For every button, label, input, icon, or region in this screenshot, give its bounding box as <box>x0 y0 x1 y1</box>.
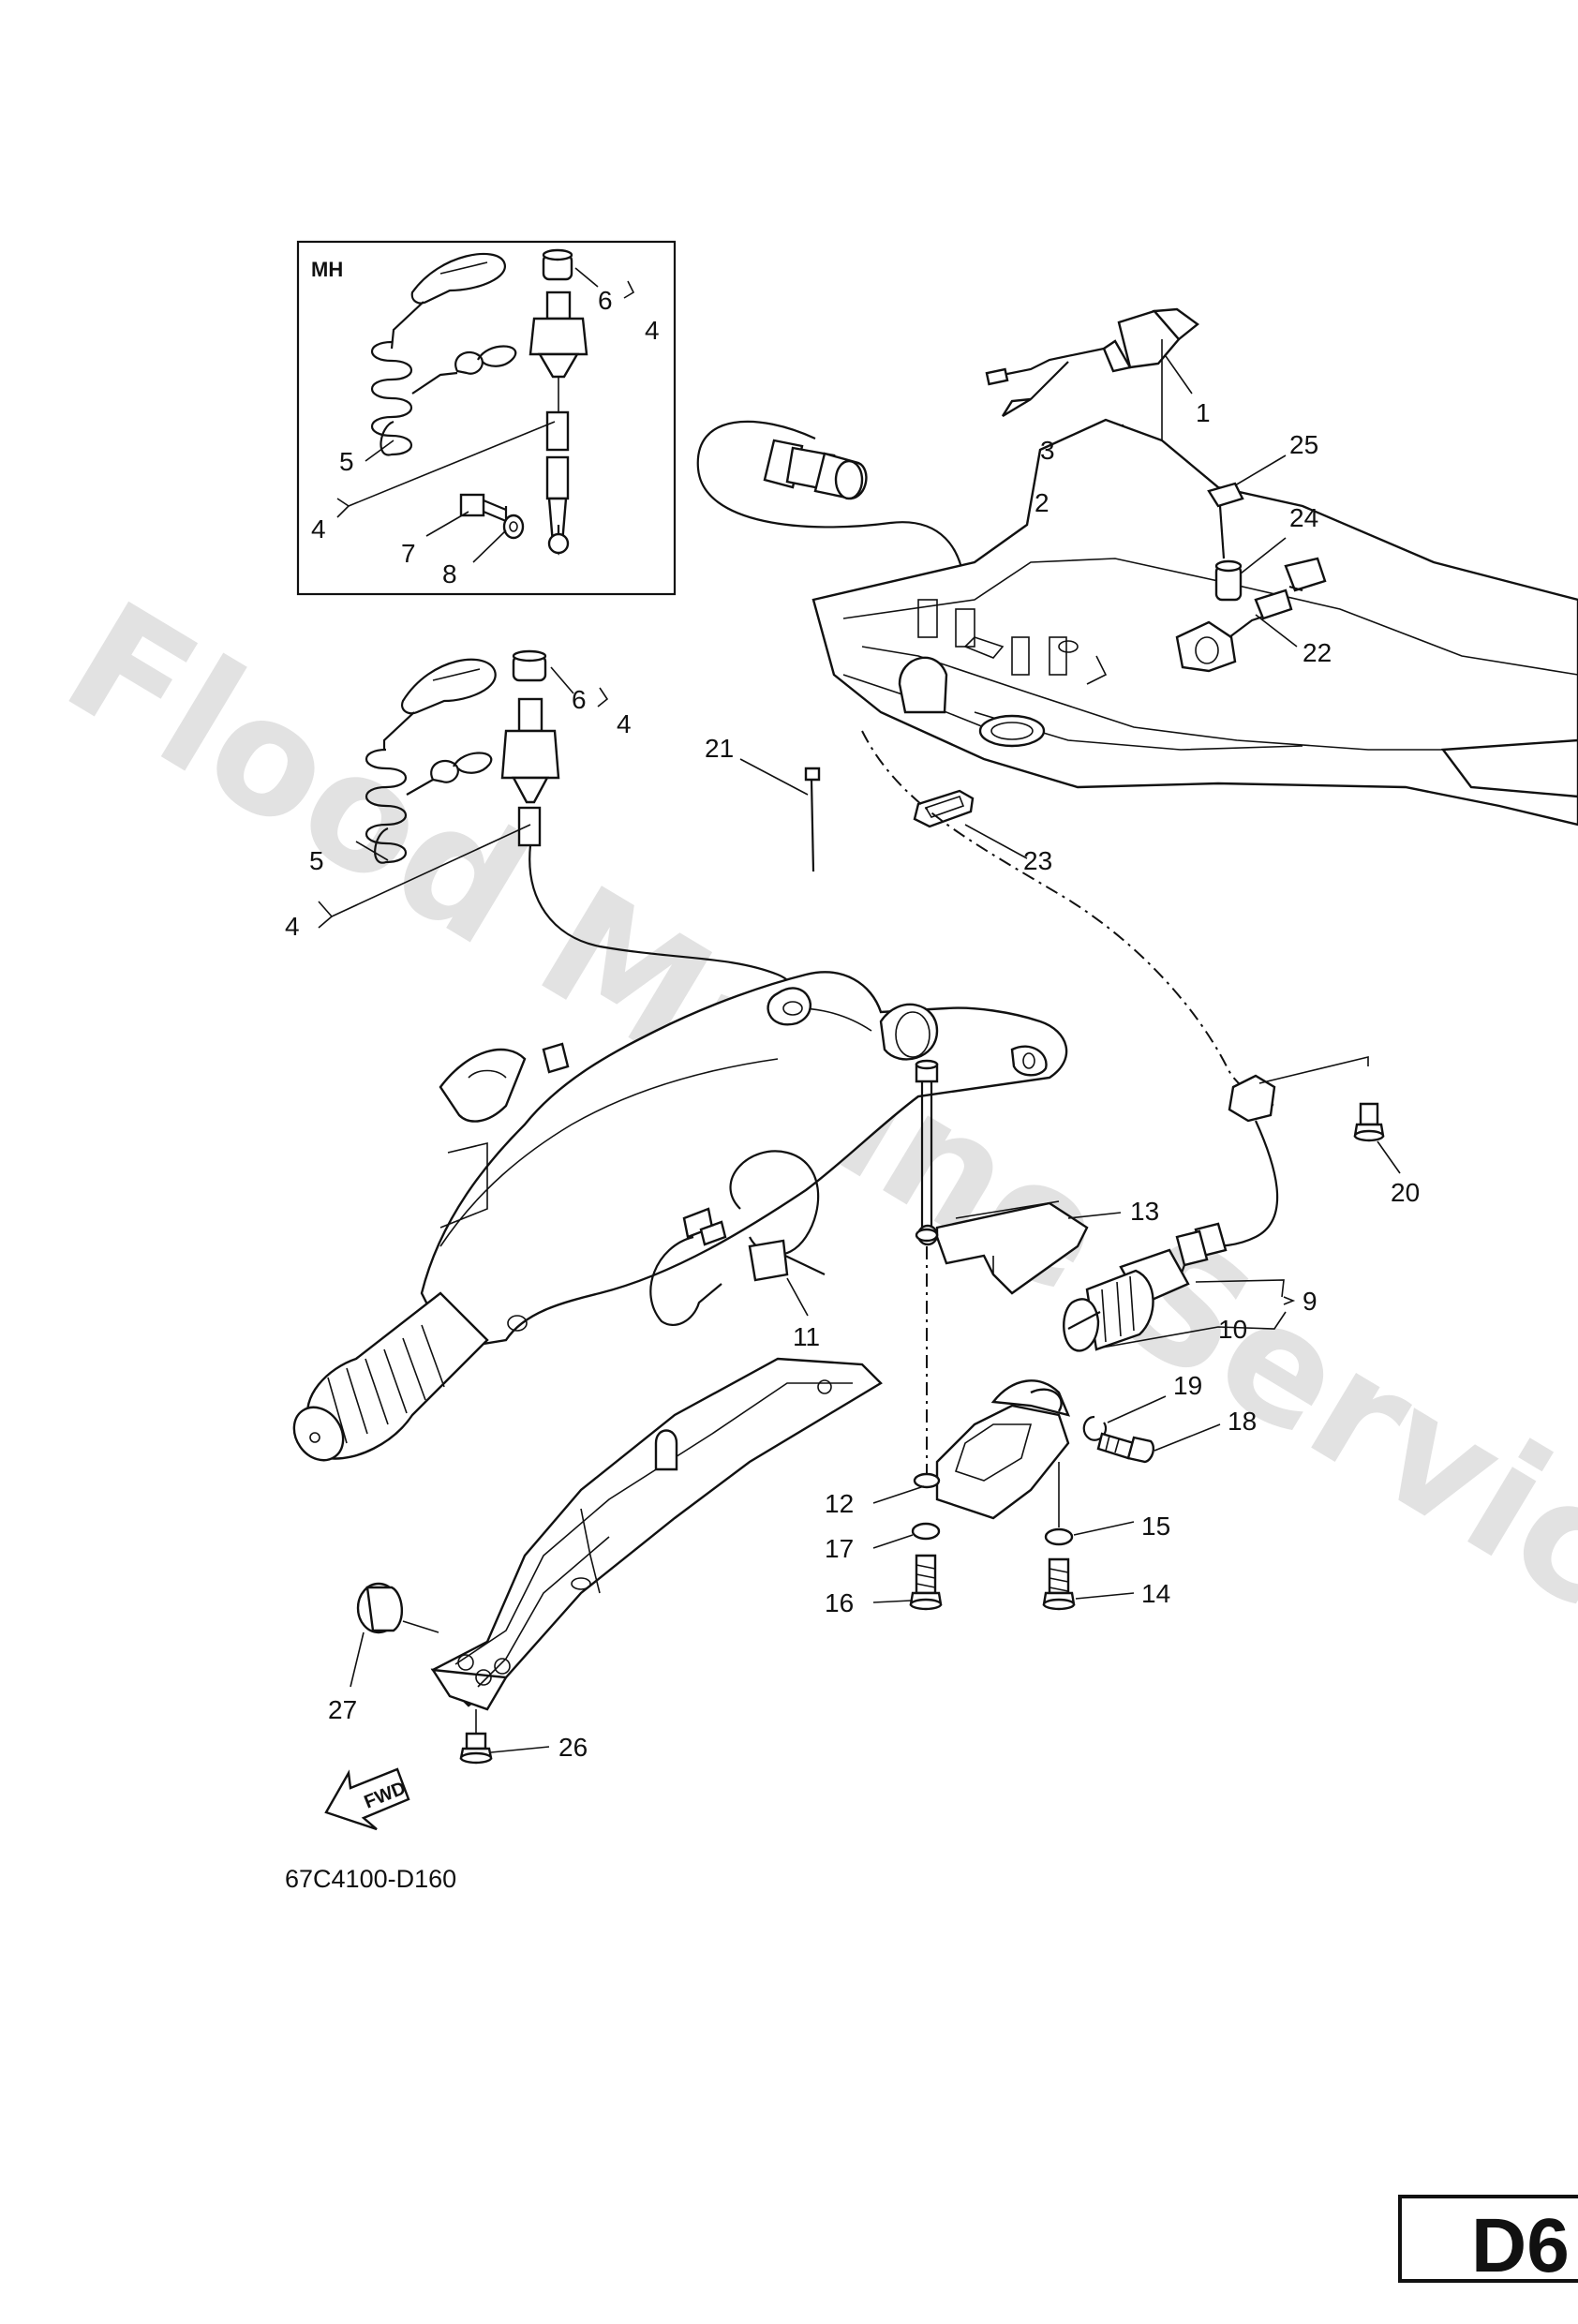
wire-clamp <box>649 1150 826 1327</box>
sensor-lead <box>1175 557 1327 673</box>
circlip-19 <box>1082 1415 1108 1441</box>
inset-bolt <box>459 493 508 525</box>
callout-8: 8 <box>442 559 457 588</box>
callout-6a: 6 <box>598 286 613 315</box>
inset-terminal <box>547 525 570 555</box>
harness-dashed <box>861 730 1275 1107</box>
callout-4b: 4 <box>311 514 326 544</box>
sensor-bolt <box>1207 482 1244 559</box>
leader-9 <box>1195 1279 1285 1298</box>
callout-5a: 5 <box>339 447 354 476</box>
neutral-switch-lead <box>985 307 1199 418</box>
callout-4c: 4 <box>617 709 632 738</box>
kill-cord-connector <box>696 420 967 601</box>
callout-19: 19 <box>1173 1371 1202 1400</box>
cover-screw <box>459 1709 493 1765</box>
bottom-cowling <box>811 418 1578 827</box>
washer-15 <box>1044 1527 1074 1546</box>
callout-15: 15 <box>1141 1512 1170 1541</box>
callout-16: 16 <box>825 1588 854 1617</box>
sensor-collar <box>1214 559 1243 602</box>
callout-11: 11 <box>793 1322 820 1351</box>
callout-24: 24 <box>1289 503 1318 532</box>
switch-bracket <box>913 1379 1071 1520</box>
leader-18 <box>1154 1423 1221 1452</box>
leader-12 <box>872 1485 925 1504</box>
callout-26: 26 <box>558 1733 588 1762</box>
cable-tie <box>804 767 821 872</box>
callout-13: 13 <box>1130 1197 1159 1226</box>
callout-14: 14 <box>1141 1579 1170 1608</box>
leader-25 <box>1234 454 1287 486</box>
callout-9: 9 <box>1303 1287 1317 1316</box>
callout-20: 20 <box>1391 1178 1420 1207</box>
cover-cap <box>356 1582 403 1634</box>
callout-4d: 4 <box>285 912 300 941</box>
leader-10 <box>1101 1311 1287 1348</box>
callout-21: 21 <box>705 734 734 763</box>
leader-14 <box>1075 1592 1135 1600</box>
inset-cap <box>542 248 573 281</box>
leader-15 <box>1073 1521 1135 1536</box>
inset-stop-switch <box>528 290 588 556</box>
leader-22 <box>1255 614 1298 648</box>
callout-12: 12 <box>825 1489 854 1518</box>
leader-5b <box>355 841 389 861</box>
callout-1: 1 <box>1196 398 1211 427</box>
callout-3: 3 <box>1040 436 1055 465</box>
leader-24 <box>1240 537 1287 574</box>
leader-4d <box>331 824 531 917</box>
leader-27 <box>402 1620 439 1633</box>
handle-bottom-cover <box>430 1357 883 1711</box>
leader-16 <box>872 1600 912 1603</box>
callout-numbers: 1 2 3 4 4 4 4 5 5 6 6 7 8 9 10 11 12 13 … <box>285 286 1420 1762</box>
fwd-arrow: FWD <box>324 1767 410 1831</box>
screw-14 <box>1042 1557 1076 1611</box>
grommet <box>913 789 975 828</box>
inset-washer <box>502 514 525 540</box>
inset-small-clip <box>454 345 517 375</box>
reference-code: 67C4100-D160 <box>285 1865 456 1893</box>
callout-23: 23 <box>1023 846 1052 875</box>
callout-6b: 6 <box>572 685 587 714</box>
leader-11 <box>786 1277 809 1317</box>
leader-21 <box>739 758 809 796</box>
switch-shaft <box>915 1059 939 1243</box>
washer-17 <box>911 1522 941 1541</box>
leader-23 <box>964 824 1028 859</box>
callout-4a: 4 <box>645 316 660 345</box>
page-code-box: D6 <box>1398 2195 1578 2288</box>
main-switch-connector <box>1063 1222 1228 1352</box>
callout-7: 7 <box>401 539 416 568</box>
screw-20 <box>1353 1102 1385 1142</box>
inset-label: MH <box>311 258 343 281</box>
callout-25: 25 <box>1289 430 1318 459</box>
page-code: D6 <box>1471 2203 1570 2288</box>
inset-coil-cord <box>371 340 458 456</box>
leader-17 <box>872 1534 914 1549</box>
callout-17: 17 <box>825 1534 854 1563</box>
callout-2: 2 <box>1035 488 1050 517</box>
callout-18: 18 <box>1228 1407 1257 1436</box>
callout-10: 10 <box>1218 1315 1247 1344</box>
leader-13 <box>1067 1212 1122 1219</box>
inset-mh: MH <box>296 240 677 596</box>
callout-22: 22 <box>1303 638 1332 667</box>
leader-19 <box>1107 1395 1167 1423</box>
leader-1 <box>1165 355 1193 395</box>
stop-switch <box>500 649 560 847</box>
callout-27: 27 <box>328 1695 357 1724</box>
screw-16 <box>909 1554 943 1611</box>
screw-18 <box>1096 1432 1155 1464</box>
leader-6b <box>550 666 574 694</box>
inset-frame <box>296 240 677 596</box>
callout-5b: 5 <box>309 846 324 875</box>
leader-26 <box>490 1746 550 1753</box>
inset-lanyard-clip <box>390 252 506 350</box>
lanyard-assembly <box>365 658 497 864</box>
